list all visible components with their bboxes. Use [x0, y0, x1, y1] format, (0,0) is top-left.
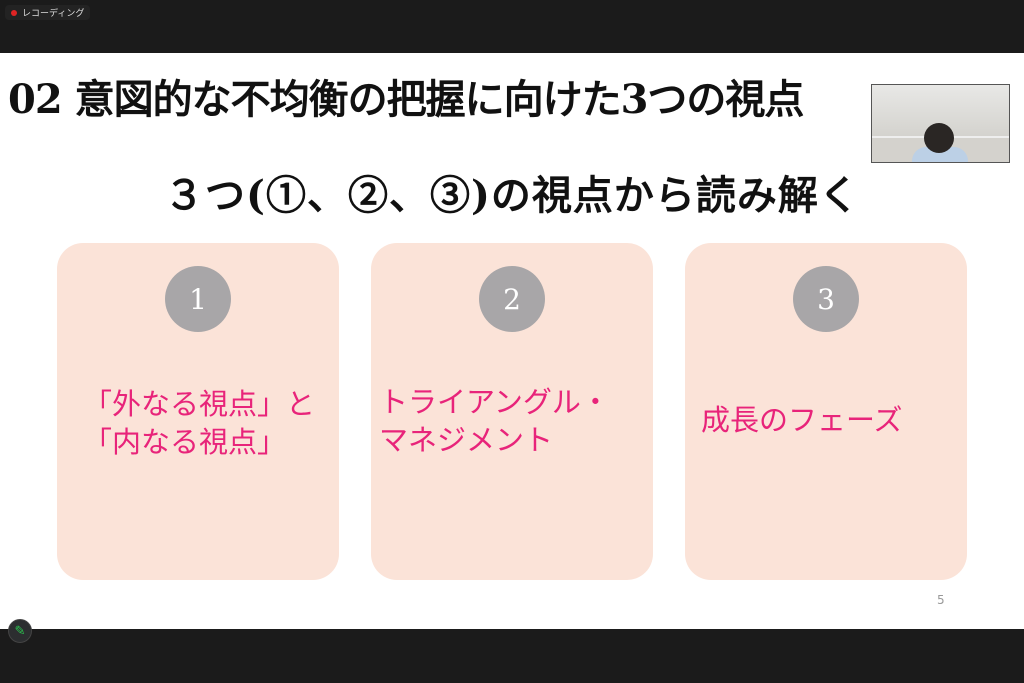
- viewpoint-card-3: 3 成長のフェーズ: [685, 243, 967, 580]
- card-text-line: マネジメント: [379, 423, 554, 457]
- card-number-badge: 1: [165, 266, 231, 332]
- card-text-line: 成長のフェーズ: [701, 403, 903, 437]
- viewpoint-card-1: 1 「外なる視点」と 「内なる視点」: [57, 243, 339, 580]
- card-number-badge: 3: [793, 266, 859, 332]
- recording-dot-icon: [11, 9, 17, 16]
- page-number: 5: [937, 593, 945, 607]
- recording-label: レコーディング: [22, 9, 85, 19]
- card-text-line: トライアングル・: [379, 385, 610, 419]
- card-text-line: 「内なる視点」: [83, 425, 287, 459]
- participant-video-thumbnail[interactable]: [871, 84, 1010, 163]
- pencil-icon[interactable]: ✎: [8, 619, 32, 643]
- viewpoint-card-2: 2 トライアングル・ マネジメント: [371, 243, 653, 580]
- slide-subtitle: ３つ(①、②、③)の視点から読み解く: [164, 172, 860, 219]
- card-text: 成長のフェーズ: [685, 401, 967, 439]
- shared-slide: 02 意図的な不均衡の把握に向けた3つの視点 ３つ(①、②、③)の視点から読み解…: [0, 53, 1024, 629]
- participant-head: [924, 123, 954, 153]
- recording-indicator: レコーディング: [5, 5, 91, 20]
- slide-title: 02 意図的な不均衡の把握に向けた3つの視点: [8, 76, 804, 123]
- card-number-badge: 2: [479, 266, 545, 332]
- participant-body: [912, 147, 968, 162]
- card-text: 「外なる視点」と 「内なる視点」: [57, 385, 339, 461]
- card-text-line: 「外なる視点」と: [83, 387, 316, 421]
- card-text: トライアングル・ マネジメント: [371, 383, 653, 459]
